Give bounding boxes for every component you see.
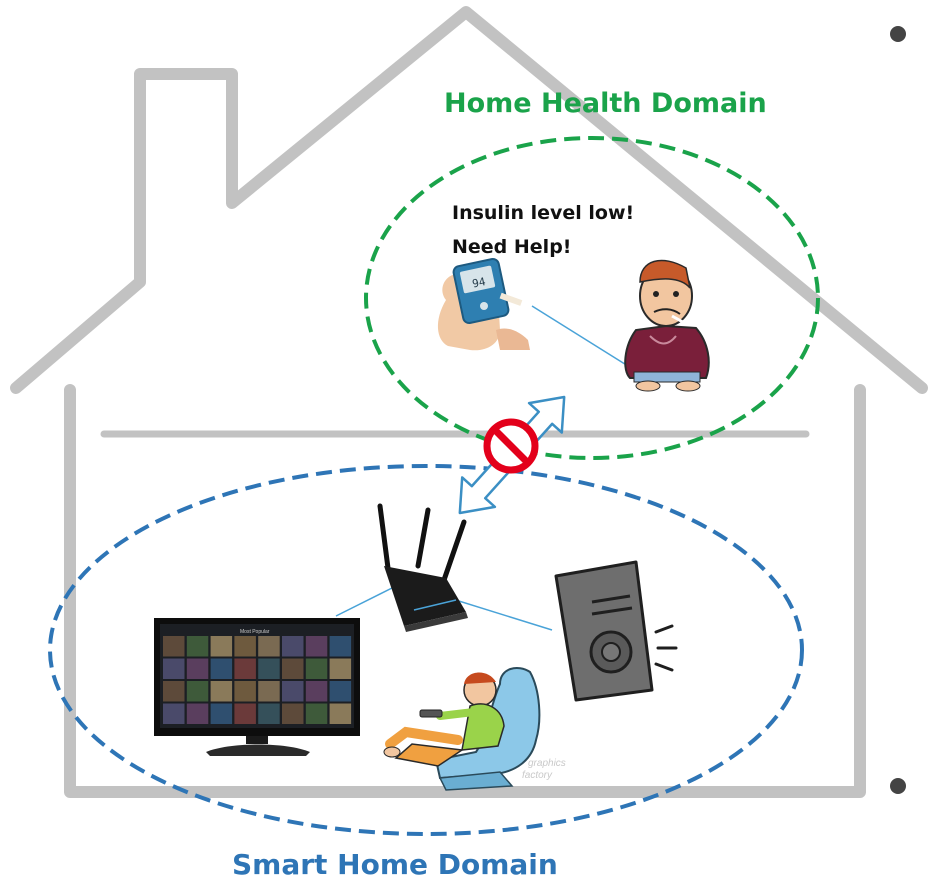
tv-tile bbox=[258, 636, 280, 657]
tv-tile bbox=[305, 681, 328, 702]
person-in-recliner-icon: graphics factory bbox=[383, 667, 566, 791]
tv-tile-grid bbox=[163, 636, 352, 724]
tv-tile bbox=[234, 681, 256, 702]
tv-tile bbox=[163, 636, 185, 657]
glucose-reading: 94 bbox=[471, 275, 487, 291]
smart-home-domain-boundary bbox=[48, 464, 804, 836]
smart-tv-icon: Most Popular bbox=[154, 618, 360, 756]
bullet-dot-top bbox=[890, 26, 906, 42]
wifi-router-icon bbox=[377, 503, 468, 632]
tv-tile bbox=[163, 681, 185, 702]
alert-line-1: Insulin level low! bbox=[452, 202, 635, 224]
tv-tile bbox=[234, 636, 256, 657]
tv-tile bbox=[210, 681, 233, 702]
tv-tile bbox=[210, 703, 233, 724]
health-domain-boundary bbox=[364, 136, 820, 460]
tv-tile bbox=[186, 681, 209, 702]
tv-tile bbox=[258, 703, 280, 724]
speaker-icon bbox=[554, 560, 678, 702]
prohibited-icon bbox=[483, 418, 539, 474]
tv-tile bbox=[305, 703, 328, 724]
tv-tile bbox=[234, 658, 256, 679]
house-outline-icon bbox=[10, 6, 928, 798]
tv-tile bbox=[163, 658, 185, 679]
glucose-meter-icon: 94 bbox=[437, 257, 530, 351]
bullet-dot-bottom bbox=[890, 778, 906, 794]
tv-tile bbox=[186, 703, 209, 724]
tv-router-link bbox=[335, 585, 397, 617]
tv-tile bbox=[329, 703, 352, 724]
tv-tile bbox=[329, 636, 352, 657]
tv-tile bbox=[210, 658, 233, 679]
tv-tile bbox=[210, 636, 233, 657]
tv-tile bbox=[282, 636, 304, 657]
tv-tile bbox=[305, 658, 328, 679]
tv-tile bbox=[186, 658, 209, 679]
alert-line-2: Need Help! bbox=[452, 236, 572, 258]
watermark-line1: graphics bbox=[528, 758, 566, 769]
tv-tile bbox=[282, 703, 304, 724]
tv-tile bbox=[186, 636, 209, 657]
health-domain-title: Home Health Domain bbox=[444, 88, 767, 119]
watermark-line2: factory bbox=[522, 770, 553, 781]
tv-tile bbox=[234, 703, 256, 724]
tv-tile bbox=[258, 681, 280, 702]
insulin-alert: Insulin level low! Need Help! bbox=[452, 196, 634, 264]
tv-tile bbox=[282, 658, 304, 679]
tv-tile bbox=[329, 658, 352, 679]
tv-header: Most Popular bbox=[240, 629, 270, 635]
tv-tile bbox=[329, 681, 352, 702]
tv-tile bbox=[163, 703, 185, 724]
tv-tile bbox=[305, 636, 328, 657]
tv-tile bbox=[282, 681, 304, 702]
smart-home-domain-title: Smart Home Domain bbox=[232, 848, 558, 881]
sick-person-icon bbox=[624, 259, 710, 392]
meter-person-link bbox=[531, 305, 629, 367]
tv-tile bbox=[258, 658, 280, 679]
